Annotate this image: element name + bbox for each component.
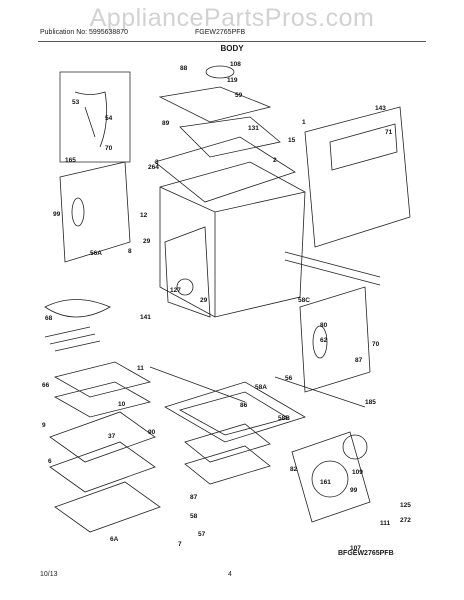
part-callout-68: 68 bbox=[45, 315, 53, 322]
part-callout-141: 141 bbox=[140, 314, 151, 321]
part-callout-2: 2 bbox=[273, 157, 277, 164]
part-callout-86: 86 bbox=[240, 402, 248, 409]
footer-page-number: 4 bbox=[228, 571, 232, 578]
part-callout-107: 107 bbox=[350, 545, 361, 552]
oven-rack-2-part bbox=[49, 441, 156, 493]
broil-pan-part bbox=[53, 381, 152, 418]
part-callout-87: 87 bbox=[355, 357, 363, 364]
part-callout-272: 272 bbox=[400, 517, 411, 524]
part-callout-10: 10 bbox=[118, 401, 126, 408]
figure-code: BFGEW2765PFB bbox=[338, 550, 394, 557]
oven-rack-3-part bbox=[54, 481, 161, 533]
cavity-opening bbox=[164, 226, 211, 318]
part-callout-7: 7 bbox=[178, 541, 182, 548]
convection-fan-part bbox=[342, 434, 368, 460]
bottom-vent-2-part bbox=[184, 445, 271, 485]
oven-bottom-part bbox=[164, 381, 306, 443]
bake-element-part bbox=[44, 299, 111, 318]
part-callout-54: 54 bbox=[105, 115, 113, 122]
part-callout-29: 29 bbox=[143, 238, 151, 245]
part-callout-99: 99 bbox=[53, 211, 61, 218]
oven-rack-part bbox=[49, 411, 156, 463]
part-callout-119: 119 bbox=[227, 77, 238, 84]
part-callout-185: 185 bbox=[365, 399, 376, 406]
part-callout-3: 3 bbox=[155, 159, 159, 166]
cavity-light-port bbox=[176, 278, 194, 296]
rear-panel-part bbox=[304, 106, 411, 248]
part-callout-108: 108 bbox=[230, 61, 241, 68]
part-callout-165: 165 bbox=[65, 157, 76, 164]
part-callout-99: 99 bbox=[350, 487, 358, 494]
part-callout-143: 143 bbox=[375, 105, 386, 112]
part-callout-11: 11 bbox=[137, 365, 144, 372]
part-callout-58c: 58C bbox=[298, 297, 310, 304]
part-callout-90: 90 bbox=[148, 429, 156, 436]
part-callout-58a: 58A bbox=[255, 384, 267, 391]
top-vent-part bbox=[158, 86, 272, 123]
part-callout-82: 82 bbox=[290, 466, 298, 473]
broil-element-part bbox=[44, 326, 101, 352]
part-callout-70: 70 bbox=[372, 341, 380, 348]
part-callout-127: 127 bbox=[170, 287, 181, 294]
part-callout-37: 37 bbox=[108, 433, 116, 440]
part-callout-56: 56 bbox=[285, 375, 293, 382]
right-side-panel-part bbox=[299, 286, 371, 393]
section-title: BODY bbox=[220, 44, 244, 53]
part-callout-53: 53 bbox=[72, 99, 80, 106]
part-callout-88: 88 bbox=[180, 65, 188, 72]
part-callout-131: 131 bbox=[248, 125, 259, 132]
footer-date: 10/13 bbox=[40, 571, 58, 578]
part-callout-87: 87 bbox=[190, 494, 198, 501]
part-callout-29: 29 bbox=[200, 297, 208, 304]
side-rail-part bbox=[284, 251, 381, 286]
part-callout-80: 80 bbox=[320, 322, 328, 329]
site-watermark: AppliancePartsPros.com bbox=[89, 4, 375, 32]
convection-fan-grill bbox=[311, 460, 349, 498]
oven-cavity-part bbox=[159, 161, 306, 318]
oven-bottom-inner bbox=[178, 391, 290, 436]
part-callout-6: 6 bbox=[48, 458, 52, 465]
rear-vent-part bbox=[329, 123, 398, 171]
publication-number: Publication No: 5995638870 bbox=[40, 29, 128, 36]
part-callout-6a: 6A bbox=[110, 536, 119, 543]
broil-pan-grid-part bbox=[53, 361, 152, 398]
right-panel-opening bbox=[312, 325, 328, 359]
part-callout-71: 71 bbox=[385, 129, 393, 136]
part-callout-12: 12 bbox=[140, 212, 148, 219]
part-callout-264: 264 bbox=[148, 164, 159, 171]
left-side-panel-part bbox=[59, 161, 131, 263]
part-callout-125: 125 bbox=[400, 502, 411, 509]
model-number: FGEW2765PFB bbox=[195, 29, 246, 36]
top-duct-part bbox=[179, 116, 281, 158]
part-callout-109: 109 bbox=[352, 469, 363, 476]
part-callout-8: 8 bbox=[128, 248, 132, 255]
part-callout-59: 59 bbox=[235, 92, 243, 99]
convection-motor-part bbox=[205, 65, 235, 79]
header-rule bbox=[38, 41, 426, 42]
part-callout-58: 58 bbox=[190, 513, 198, 520]
part-callout-62: 62 bbox=[320, 337, 328, 344]
wire-harness-inset bbox=[59, 71, 131, 163]
part-callout-70: 70 bbox=[105, 145, 113, 152]
wire-harness-part bbox=[74, 91, 108, 148]
part-callout-56a: 56A bbox=[90, 250, 102, 257]
convection-cover-part bbox=[291, 431, 371, 523]
top-shield-part bbox=[154, 136, 296, 203]
part-callout-161: 161 bbox=[320, 479, 331, 486]
part-callout-9: 9 bbox=[42, 422, 46, 429]
side-panel-opening bbox=[71, 197, 85, 227]
part-callout-58b: 58B bbox=[278, 415, 290, 422]
bottom-vent-part bbox=[184, 423, 271, 463]
part-callout-1: 1 bbox=[302, 119, 306, 126]
part-callout-111: 111 bbox=[380, 520, 391, 527]
part-callout-89: 89 bbox=[162, 120, 170, 127]
part-callout-66: 66 bbox=[42, 382, 50, 389]
part-callout-15: 15 bbox=[288, 137, 296, 144]
part-callout-57: 57 bbox=[198, 531, 206, 538]
